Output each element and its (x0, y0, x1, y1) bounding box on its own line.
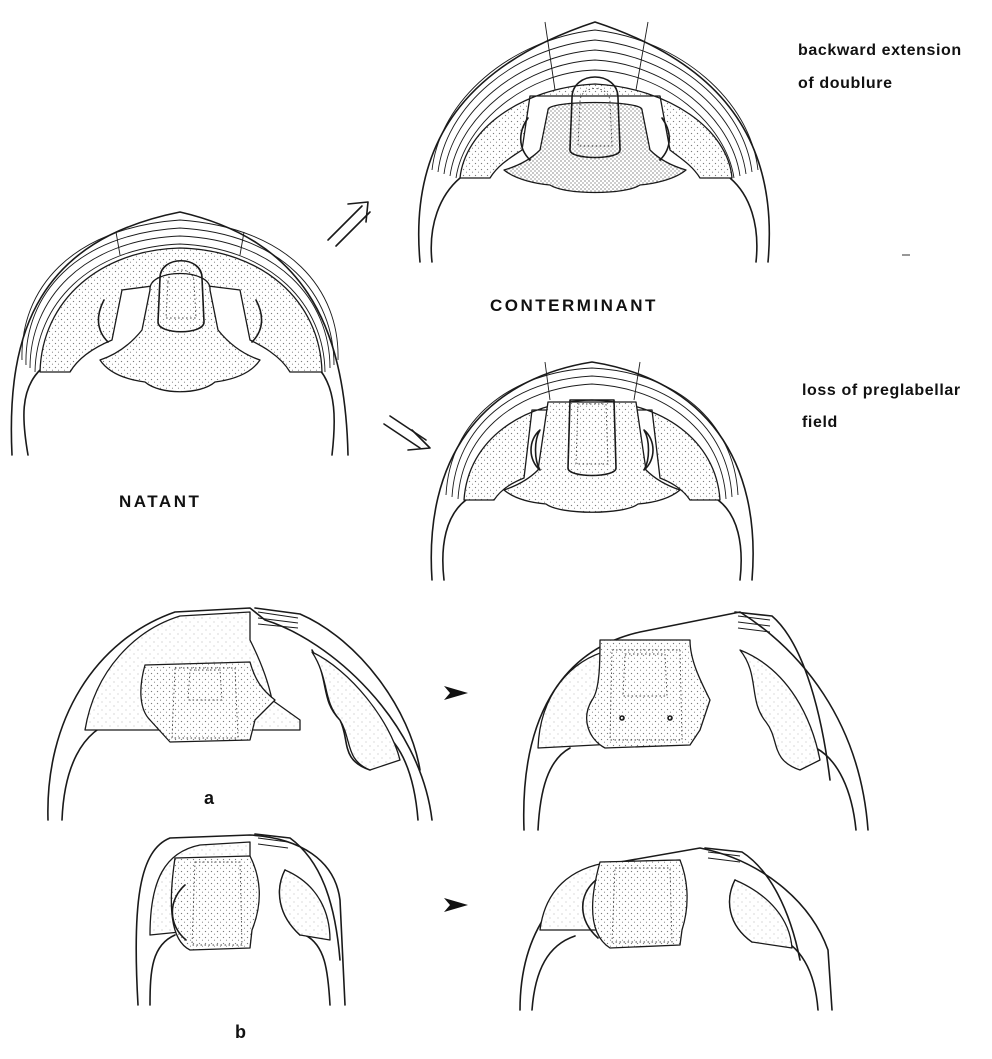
label-natant: NATANT (119, 492, 201, 512)
natant-cephalon (11, 212, 348, 455)
annotation-backward-extension: backward extension (798, 42, 962, 60)
annotation-loss-of-preglabellar: loss of preglabellar (802, 382, 961, 400)
arrow-row-b (444, 898, 468, 912)
annotation-field: field (802, 414, 838, 432)
row-b-right-cephalon (520, 848, 832, 1010)
arrow-to-conterminant (328, 202, 370, 246)
preglabellar-loss-cephalon (431, 362, 753, 580)
row-b-left-cephalon (136, 834, 345, 1005)
label-row-b: b (235, 1022, 246, 1043)
annotation-of-doublure: of doublure (798, 75, 893, 93)
label-conterminant: CONTERMINANT (490, 296, 658, 316)
conterminant-cephalon (419, 22, 770, 262)
arrow-to-preglabellar-loss (384, 416, 430, 450)
label-row-a: a (204, 788, 214, 809)
row-a-left-cephalon (48, 608, 432, 820)
row-a-right-cephalon (524, 612, 868, 830)
arrow-row-a (444, 686, 468, 700)
